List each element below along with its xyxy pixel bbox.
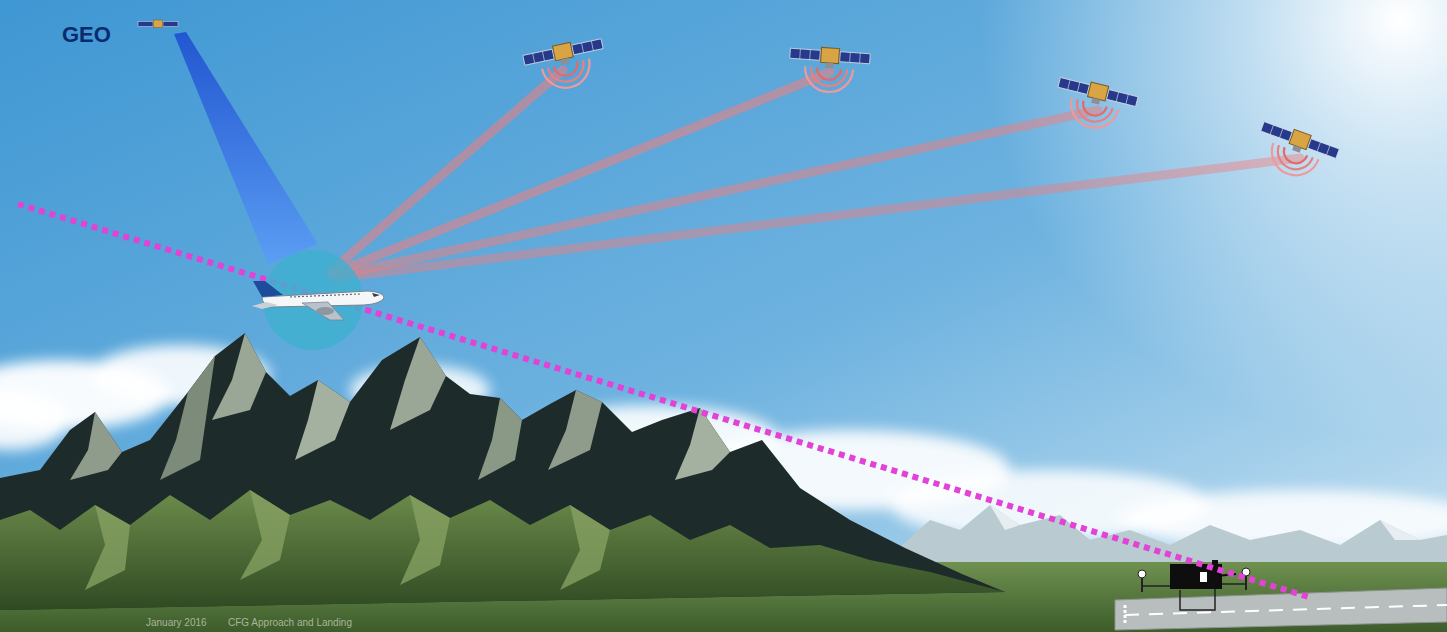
aircraft [372, 293, 380, 297]
mountain-range [160, 356, 215, 480]
mountain-range [560, 505, 610, 590]
glide-path [18, 204, 1312, 598]
mountain-range [0, 490, 1005, 610]
gnss-satellite [1250, 119, 1340, 188]
geo-satellite [163, 22, 178, 27]
geo-satellite-beam [174, 32, 318, 264]
aircraft [316, 307, 334, 315]
geo-satellite [138, 22, 153, 27]
aircraft [253, 281, 283, 297]
runway [1115, 588, 1447, 630]
gnss-signal-beams [336, 158, 1300, 278]
aircraft [252, 302, 278, 309]
footer-title: CFG Approach and Landing [228, 617, 352, 628]
aircraft [290, 294, 360, 297]
gnss-satellite [1050, 75, 1138, 137]
distant-mountains [1380, 520, 1420, 540]
mountain-range [85, 505, 130, 590]
gbas-ground-station [1142, 585, 1172, 587]
mountain-range [478, 398, 522, 480]
runway [1115, 588, 1447, 630]
cloud [0, 390, 70, 450]
gnss-signal-beams [330, 70, 1300, 278]
gbas-ground-station [1138, 560, 1250, 610]
mountain-range [400, 495, 450, 585]
satellite-label: GEO [62, 23, 111, 47]
geo-satellite [154, 20, 163, 28]
mountain-range [390, 337, 446, 430]
mountain-range [548, 390, 602, 470]
mountain-range [0, 333, 1005, 610]
mountain-range [675, 408, 730, 480]
runway [1125, 605, 1447, 615]
aircraft [302, 302, 344, 320]
glide-path [18, 204, 1312, 598]
gbas-ground-station [1138, 570, 1146, 578]
footer-date: January 2016 [146, 617, 207, 628]
mountain-range [0, 333, 1005, 610]
gnss-satellite [788, 45, 871, 94]
geo-satellite [138, 20, 178, 28]
gnss-satellite [522, 36, 1340, 188]
mountain-range [240, 490, 290, 580]
runway [1124, 605, 1127, 625]
mountain-range [212, 333, 266, 420]
mountain-range [70, 412, 122, 480]
distant-mountains [880, 505, 1447, 565]
gnss-satellite [522, 36, 609, 96]
gbas-ground-station [1180, 588, 1215, 610]
distant-mountains [990, 505, 1020, 530]
aircraft [252, 281, 384, 320]
gbas-ground-station [1200, 572, 1207, 582]
gbas-ground-station [1222, 583, 1246, 585]
mountain-range [295, 380, 350, 460]
gbas-ground-station [1170, 564, 1222, 589]
gnss-signal-beams [330, 70, 563, 272]
geo-satellite-beam [174, 32, 318, 264]
distant-mountains [880, 505, 1447, 565]
